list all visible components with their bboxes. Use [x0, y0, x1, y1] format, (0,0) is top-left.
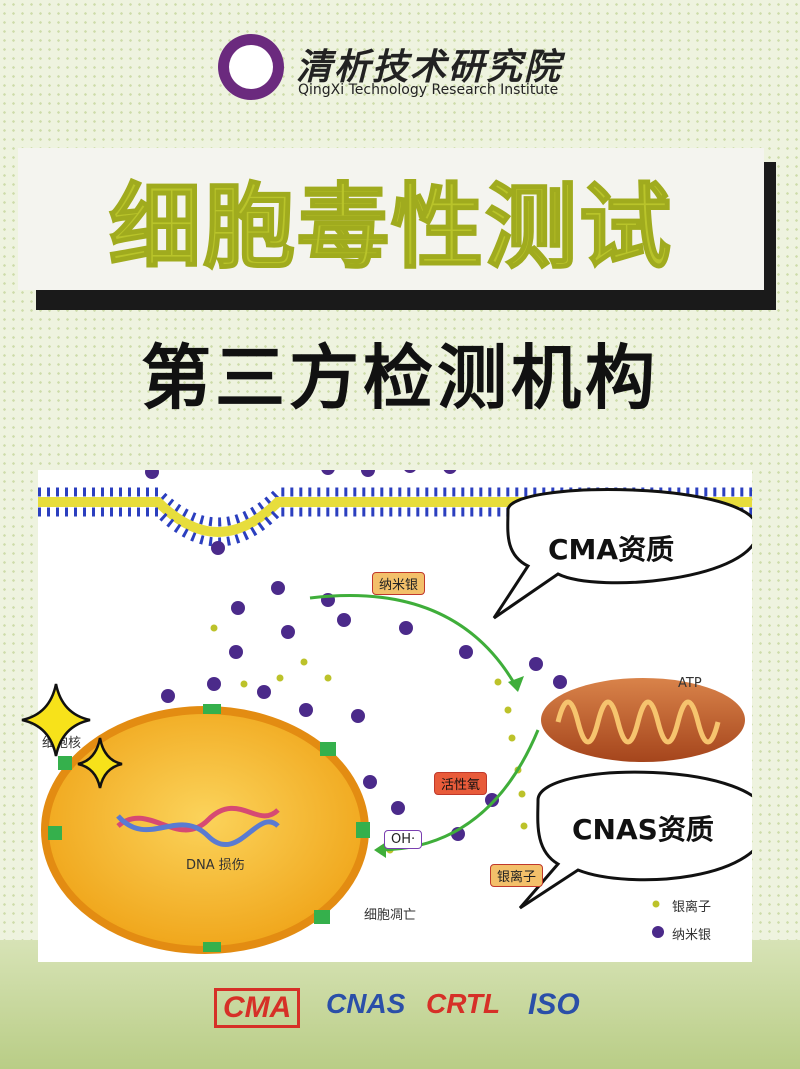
institute-logo	[218, 34, 284, 100]
org-name-en: QingXi Technology Research Institute	[298, 82, 559, 98]
label-atp: ATP	[678, 676, 702, 691]
cert-crtl-logo: CRTL	[426, 988, 501, 1019]
label-nano-silver: 纳米银	[372, 572, 426, 595]
label-apoptosis: 细胞凋亡	[364, 908, 417, 923]
label-silver-ion-box: 银离子	[490, 864, 544, 887]
bubble-cma: CMA资质	[548, 533, 675, 566]
cell-diagram: 纳米银 ATP 细胞核 活性氧 OH· 银离子 DNA 损伤 细胞凋亡 银离子 …	[38, 470, 752, 962]
page-subtitle: 第三方检测机构	[141, 337, 659, 419]
cert-iso-logo: ISO	[528, 988, 580, 1021]
legend-nano-silver: 纳米银	[672, 928, 712, 943]
cert-cnas-logo: CNAS	[326, 988, 406, 1019]
sparkle-icon	[21, 683, 123, 789]
title-banner: 细胞毒性测试	[18, 148, 764, 290]
label-dna-damage: DNA 损伤	[186, 858, 245, 873]
page-title: 细胞毒性测试	[108, 173, 673, 282]
bubble-cnas: CNAS资质	[572, 813, 714, 846]
legend-silver-ion: 银离子	[672, 900, 712, 915]
label-ros: 活性氧	[434, 772, 488, 795]
label-hydroxyl: OH·	[384, 830, 423, 849]
cert-cma-logo: CMA	[214, 988, 301, 1028]
cell-diagram-art	[38, 470, 752, 954]
org-name-cn: 清析技术研究院	[296, 46, 563, 88]
